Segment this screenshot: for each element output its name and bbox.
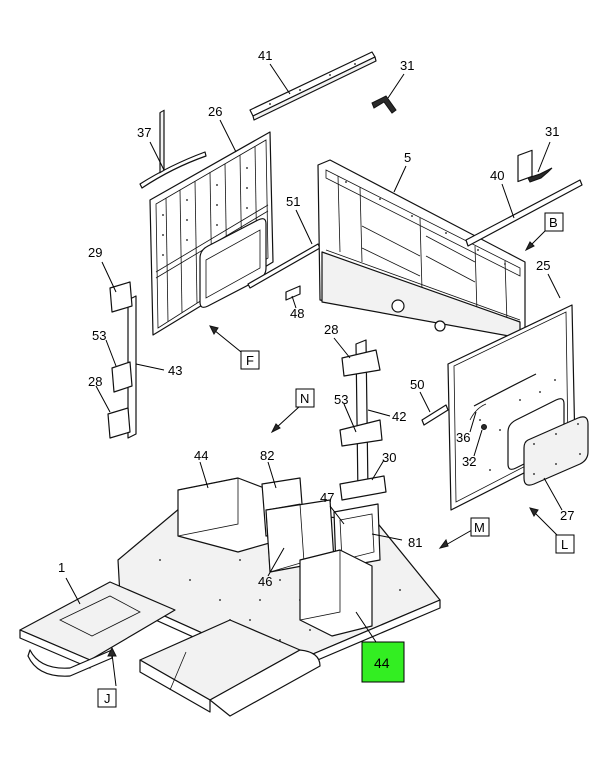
part-31-bracket-upper [371, 95, 397, 114]
view-label-J: J [97, 688, 117, 708]
callout-1: 1 [58, 560, 65, 575]
part-27-window-panel [523, 416, 589, 486]
leader-lines [65, 63, 563, 649]
part-41-rail [249, 51, 377, 121]
callout-28-center: 28 [324, 322, 338, 337]
view-label-F: F [240, 350, 260, 370]
callout-44-upper: 44 [194, 448, 208, 463]
callout-42: 42 [392, 409, 406, 424]
part-43-post-left [107, 281, 137, 439]
callout-81: 81 [408, 535, 422, 550]
callout-51: 51 [286, 194, 300, 209]
part-5-back-wall [317, 159, 526, 339]
callout-43: 43 [168, 363, 182, 378]
callout-25: 25 [536, 258, 550, 273]
callout-48: 48 [290, 306, 304, 321]
svg-text:N: N [300, 391, 309, 406]
part-50-strip [421, 404, 449, 426]
callout-40: 40 [490, 168, 504, 183]
callout-41: 41 [258, 48, 272, 63]
part-36-cable [469, 403, 487, 421]
callout-30: 30 [382, 450, 396, 465]
part-26-left-wall [149, 109, 274, 336]
callout-46: 46 [258, 574, 272, 589]
view-label-N: N [295, 388, 315, 408]
part-48-bracket [285, 285, 301, 301]
callout-53-center: 53 [334, 392, 348, 407]
svg-text:L: L [561, 537, 568, 552]
view-label-M: M [470, 517, 490, 537]
view-label-B: B [544, 212, 564, 232]
callout-31-upper: 31 [400, 58, 414, 73]
callout-numbers: 41 31 31 37 26 5 40 51 29 25 48 28 53 43… [58, 48, 574, 589]
callout-47: 47 [320, 490, 334, 505]
callout-82: 82 [260, 448, 274, 463]
callout-31-right: 31 [545, 124, 559, 139]
svg-text:M: M [474, 520, 485, 535]
svg-text:J: J [104, 691, 111, 706]
callout-27: 27 [560, 508, 574, 523]
part-40-rail [465, 179, 583, 247]
callout-26: 26 [208, 104, 222, 119]
callout-36: 36 [456, 430, 470, 445]
callout-53-left: 53 [92, 328, 106, 343]
callout-50: 50 [410, 377, 424, 392]
part-42-post-center [339, 339, 387, 501]
highlighted-callout-44[interactable]: 44 [361, 641, 405, 683]
callout-29: 29 [88, 245, 102, 260]
callout-5: 5 [404, 150, 411, 165]
svg-text:F: F [246, 353, 254, 368]
callout-32: 32 [462, 454, 476, 469]
callout-37: 37 [137, 125, 151, 140]
part-32-fastener [481, 424, 487, 430]
highlight-box[interactable] [361, 641, 405, 683]
callout-28-left: 28 [88, 374, 102, 389]
part-31-bracket-right [527, 167, 553, 183]
svg-text:B: B [549, 215, 558, 230]
highlight-label: 44 [374, 655, 390, 671]
view-label-L: L [555, 534, 575, 554]
